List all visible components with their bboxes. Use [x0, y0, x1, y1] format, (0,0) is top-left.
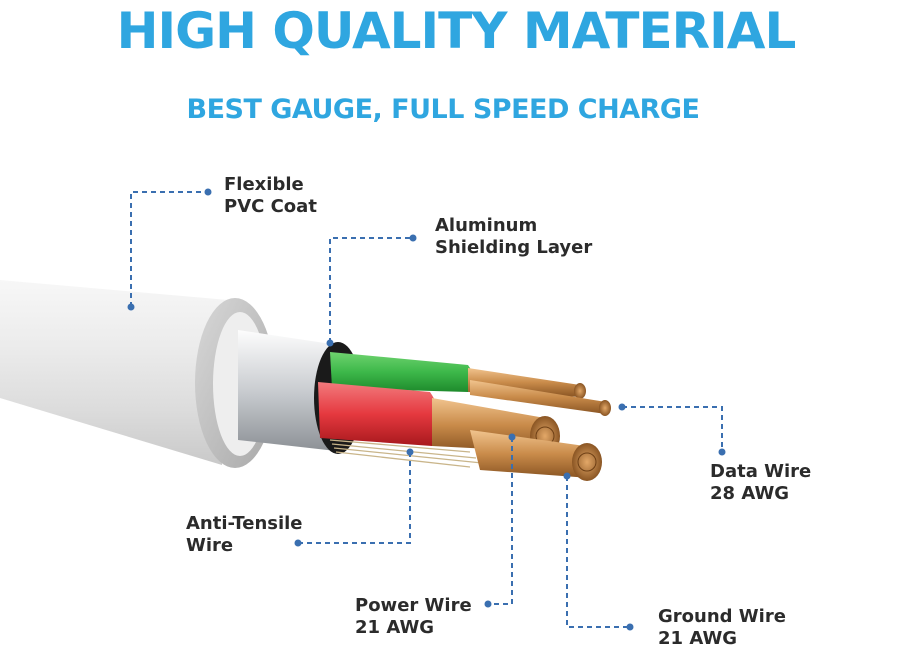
data-wire-green — [330, 352, 611, 416]
ground-wire — [470, 430, 602, 481]
label-anti-tensile-line2: Wire — [186, 535, 234, 556]
label-ground-wire-line1: Ground Wire — [658, 606, 786, 627]
label-shielding-line1: Aluminum — [435, 215, 538, 236]
label-data-wire: Data Wire 28 AWG — [710, 461, 811, 505]
callout-anti-tensile — [298, 452, 411, 544]
callout-data-wire — [622, 406, 723, 452]
label-ground-wire: Ground Wire 21 AWG — [658, 606, 786, 650]
pvc-jacket — [0, 280, 275, 468]
anti-tensile-fibers — [329, 439, 483, 468]
callout-dots — [127, 188, 726, 631]
page-subtitle: BEST GAUGE, FULL SPEED CHARGE — [186, 94, 700, 125]
callout-shielding — [329, 237, 413, 343]
callout-power-wire — [488, 437, 513, 605]
callout-lines — [130, 191, 723, 628]
label-anti-tensile-line1: Anti-Tensile — [186, 513, 303, 534]
label-anti-tensile: Anti-Tensile Wire — [186, 513, 303, 557]
callout-pvc-coat — [130, 191, 208, 307]
label-data-wire-line2: 28 AWG — [710, 483, 790, 504]
label-power-wire-line2: 21 AWG — [355, 617, 435, 638]
label-ground-wire-line2: 21 AWG — [658, 628, 738, 649]
label-pvc-coat-line2: PVC Coat — [224, 196, 317, 217]
label-shielding-line2: Shielding Layer — [435, 237, 593, 258]
label-power-wire-line1: Power Wire — [355, 595, 472, 616]
label-data-wire-line1: Data Wire — [710, 461, 812, 482]
page-title: HIGH QUALITY MATERIAL — [116, 2, 797, 60]
label-pvc-coat-line1: Flexible — [224, 174, 304, 195]
label-power-wire: Power Wire 21 AWG — [355, 595, 472, 639]
label-shielding: Aluminum Shielding Layer — [435, 215, 592, 259]
callout-ground-wire — [566, 476, 630, 628]
label-pvc-coat: Flexible PVC Coat — [224, 174, 317, 218]
